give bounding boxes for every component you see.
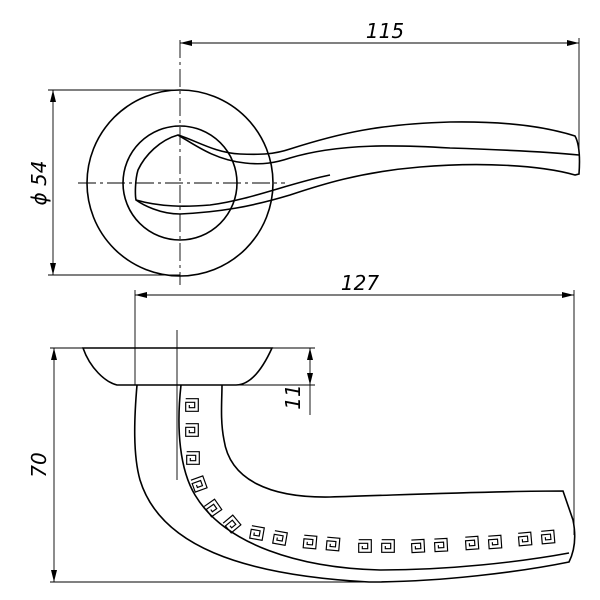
top-view: 115 ϕ 54 xyxy=(27,19,581,285)
dimension-label-11: 11 xyxy=(281,384,305,409)
greek-key-motif xyxy=(203,498,223,518)
greek-key-motif xyxy=(540,529,556,545)
dimension-label-127: 127 xyxy=(341,271,379,295)
handle-top-ridge xyxy=(177,134,580,165)
greek-key-motif xyxy=(433,537,449,553)
greek-key-motif xyxy=(517,531,533,547)
handle-top-outline xyxy=(134,121,581,215)
handle-pattern-band-inner xyxy=(178,384,570,571)
side-view: 127 11 70 xyxy=(27,271,576,583)
greek-key-motif xyxy=(381,539,395,553)
dimension-arrows xyxy=(307,348,313,385)
dimension-label-54: ϕ 54 xyxy=(27,161,51,206)
greek-key-motif xyxy=(190,475,208,493)
greek-key-motif xyxy=(185,423,199,437)
greek-key-motif xyxy=(410,538,426,554)
handle-side-outline xyxy=(133,384,576,583)
greek-key-motif xyxy=(325,536,341,552)
greek-key-motif xyxy=(249,525,265,541)
rosette-side xyxy=(81,347,274,386)
greek-key-motif xyxy=(222,514,242,534)
greek-key-motif xyxy=(185,398,199,412)
dimension-label-70: 70 xyxy=(27,452,51,477)
handle-top-inner xyxy=(135,174,331,207)
dimension-label-115: 115 xyxy=(366,19,404,43)
greek-key-motif xyxy=(464,535,480,551)
greek-key-motif xyxy=(302,534,318,550)
greek-key-motif xyxy=(358,539,372,553)
greek-key-pattern xyxy=(185,398,556,554)
greek-key-motif xyxy=(186,451,200,465)
greek-key-motif xyxy=(272,530,288,546)
greek-key-motif xyxy=(487,534,503,550)
